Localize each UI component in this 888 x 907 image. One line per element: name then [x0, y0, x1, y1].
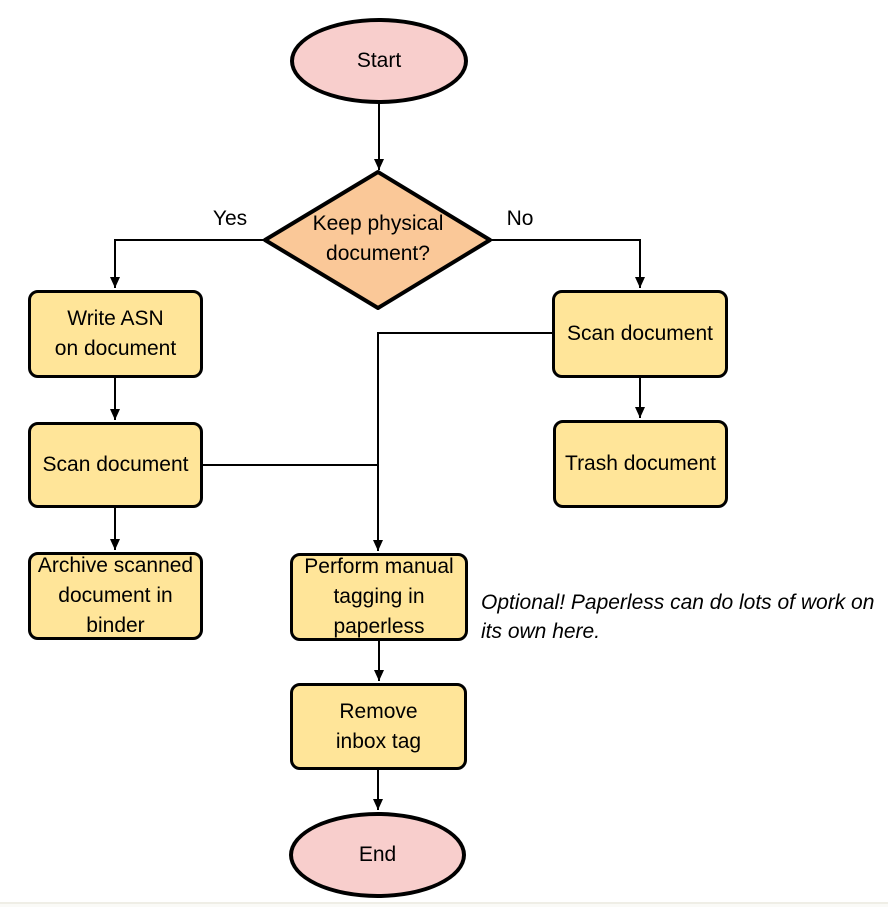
end-node: End	[289, 812, 466, 898]
node-label: Scan document	[42, 453, 189, 476]
start-node: Start	[290, 18, 468, 104]
page-bottom-divider	[0, 902, 888, 907]
node-label: Trash document	[565, 452, 716, 475]
process-trash-document-node: Trash document	[553, 420, 728, 508]
node-label: Scan document	[567, 322, 713, 345]
node-label: Archive scanned document in binder	[37, 554, 194, 637]
edge-decision-to-write-asn	[110, 239, 265, 288]
node-label: Keep physical document?	[312, 212, 444, 265]
edge-decision-to-scan-right	[490, 239, 645, 288]
process-archive-binder-node: Archive scanned document in binder	[28, 552, 203, 640]
optional-note-text: Optional! Paperless can do lots of work …	[481, 591, 875, 643]
node-label: Perform manual tagging in paperless	[304, 555, 454, 638]
node-label: Remove inbox tag	[335, 699, 422, 753]
node-label: Write ASN on document	[54, 307, 177, 360]
decision-keep-physical-node: Keep physical document?	[283, 207, 473, 271]
process-manual-tagging-node: Perform manual tagging in paperless	[290, 553, 468, 641]
decision-diamond-shape	[263, 170, 492, 310]
node-label: End	[358, 843, 397, 866]
edge-label-no: No	[506, 207, 534, 230]
node-label: Start	[356, 49, 402, 72]
process-write-asn-node: Write ASN on document	[28, 290, 203, 378]
edge-label-yes: Yes	[212, 207, 248, 230]
edge-scan-right-to-perform	[373, 332, 552, 551]
process-remove-inbox-tag-node: Remove inbox tag	[290, 683, 467, 770]
process-scan-document-left-node: Scan document	[28, 422, 203, 508]
process-scan-document-right-node: Scan document	[552, 290, 728, 378]
